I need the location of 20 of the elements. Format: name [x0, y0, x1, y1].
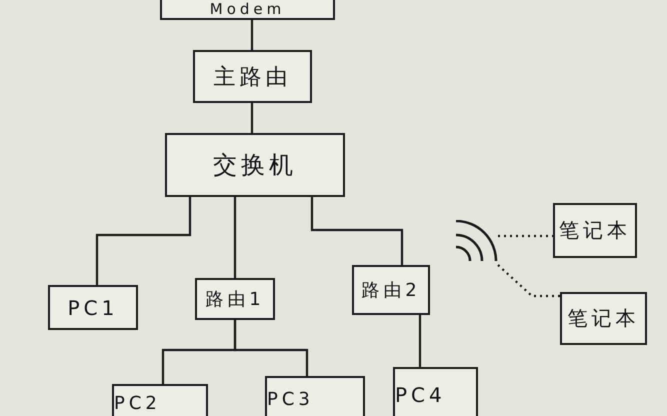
cable-line: [310, 197, 404, 265]
cable-line: [234, 320, 308, 376]
cable-line: [250, 20, 254, 50]
device-box: 路由2: [352, 265, 430, 315]
device-box: PC2: [112, 384, 208, 416]
device-box: 笔记本: [553, 203, 637, 258]
cable-line: [250, 103, 254, 133]
device-box: 路由1: [195, 278, 275, 320]
cable-line: [96, 197, 192, 285]
device-box: Modem: [160, 0, 335, 20]
device-box: PC3: [265, 376, 365, 416]
wireless-link: [497, 264, 560, 298]
device-box: PC4: [393, 367, 478, 416]
cable-line: [234, 197, 236, 278]
wireless-link: [498, 234, 553, 238]
device-box: 交换机: [165, 133, 345, 197]
device-box: 主路由: [193, 50, 312, 103]
device-box: PC1: [48, 285, 138, 330]
cable-line: [418, 315, 422, 367]
device-box: 笔记本: [560, 292, 647, 345]
